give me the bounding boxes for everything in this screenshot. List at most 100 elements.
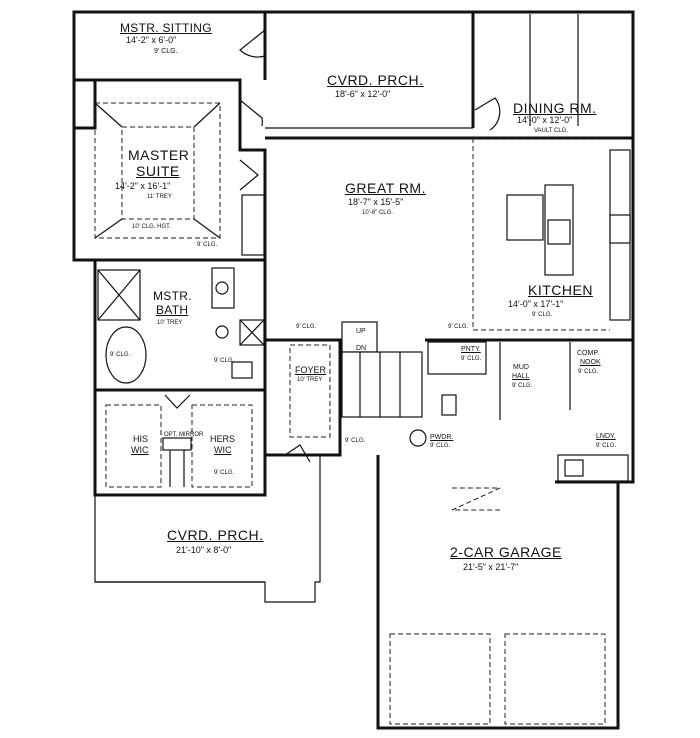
label-mstr-sitting: MSTR. SITTING — [120, 21, 212, 35]
clg-pantry: 9' CLG. — [461, 356, 482, 362]
wall-mstr-sitting — [72, 10, 267, 80]
label-hers-wic-1: HERS — [210, 434, 236, 444]
label-stair-dn: DN — [356, 345, 367, 352]
wall-great-room — [265, 136, 635, 340]
clg-master-corner: 9' CLG. — [197, 242, 218, 248]
door-swing-sitting — [239, 29, 266, 58]
dash-diag-1 — [94, 102, 123, 128]
dash-diag-3 — [94, 218, 123, 239]
foyer-dash — [289, 344, 331, 438]
label-garage: 2-CAR GARAGE — [450, 544, 562, 560]
door-foyer — [284, 444, 311, 463]
label-master-suite-2: SUITE — [136, 163, 180, 179]
trey-master-suite: 11' TREY — [147, 194, 172, 200]
door-master-porch — [239, 99, 263, 127]
clg-hers-wic: 9' CLG. — [214, 470, 235, 476]
label-mud-hall-2: HALL — [512, 373, 530, 380]
label-powder: PWDR. — [430, 434, 454, 441]
label-hers-wic-2: WIC — [214, 445, 232, 455]
dims-cvrd-porch-bottom: 21'-10" x 8'-0" — [176, 545, 232, 555]
wall-master-bath — [93, 260, 267, 392]
wall-master-left — [72, 80, 97, 130]
wall-dining — [473, 10, 635, 138]
dash-diag-4 — [193, 218, 221, 239]
door-closet — [164, 394, 191, 409]
wall-foyer — [265, 338, 342, 457]
clg-mstr-bath-b: 9' CLG. — [214, 358, 235, 364]
dims-master-suite: 14'-2" x 16'-1" — [115, 181, 171, 191]
range — [609, 214, 631, 244]
dash-diag-2 — [193, 102, 221, 128]
clg-master-suite: 10' CLG. HGT. — [132, 224, 171, 230]
sink-2 — [215, 325, 229, 339]
dims-kitchen: 14'-0" x 17'-1" — [508, 299, 564, 309]
clg-mstr-bath-a: 9' CLG. — [110, 352, 131, 358]
label-cvrd-porch-top: CVRD. PRCH. — [327, 72, 424, 88]
wall-top-porch — [265, 10, 475, 128]
label-comp-nook-2: NOOK — [580, 359, 601, 366]
closet-frame — [241, 194, 265, 256]
wc-powder — [441, 394, 457, 416]
mirror-center — [162, 437, 192, 451]
label-pantry: PNTY. — [461, 346, 481, 353]
clg-foyer-left: 9' CLG. — [296, 324, 317, 330]
label-foyer: FOYER — [295, 365, 327, 375]
garage-door-2 — [504, 633, 606, 725]
label-kitchen: KITCHEN — [528, 282, 593, 298]
label-great-room: GREAT RM. — [345, 180, 426, 196]
clg-foyer-bottom: 9' CLG. — [345, 438, 366, 444]
label-laundry: LNDY. — [596, 433, 616, 440]
sink-1 — [215, 281, 229, 295]
garage-door-1 — [389, 633, 491, 725]
label-mstr-bath-2: BATH — [156, 303, 189, 317]
stair-run — [341, 351, 423, 418]
clg-mud-hall: 9' CLG. — [512, 383, 533, 389]
clg-great-room: 10'-6" CLG. — [362, 210, 393, 216]
label-stair-up: UP — [356, 328, 366, 335]
label-mud-hall-1: MUD — [513, 364, 529, 371]
label-dining: DINING RM. — [513, 100, 597, 116]
powder-sink — [409, 429, 427, 447]
wall-master-suite — [72, 78, 267, 262]
tub — [105, 326, 147, 384]
stair-landing — [341, 321, 378, 353]
clg-comp-nook: 9' CLG. — [578, 369, 599, 375]
door-swing-dining — [474, 97, 501, 131]
label-master-suite-1: MASTER — [128, 147, 190, 163]
clg-mstr-sitting: 9' CLG. — [154, 48, 178, 55]
kitchen-sink — [547, 219, 571, 245]
hers-wic-dash — [191, 404, 253, 488]
trey-inner — [121, 126, 195, 220]
dims-mstr-sitting: 14'-2" x 6'-0" — [126, 35, 177, 45]
wall-closets — [93, 390, 267, 497]
label-mstr-bath-1: MSTR. — [153, 289, 192, 303]
clg-laundry: 9' CLG. — [596, 443, 617, 449]
laundry-sink — [564, 459, 584, 477]
dims-cvrd-porch-top: 18'-6" x 12'-0" — [335, 89, 391, 99]
wc-master — [231, 361, 253, 379]
garage-stair-arrow — [451, 487, 501, 511]
dims-dining: 14'-0" x 12'-0" — [517, 115, 573, 125]
dims-garage: 21'-5" x 21'-7" — [463, 562, 519, 572]
label-his-wic-1: HIS — [133, 434, 149, 444]
door-master-great — [239, 159, 259, 191]
label-comp-nook-1: COMP. — [577, 350, 600, 357]
shower2-x-2 — [239, 319, 265, 346]
clg-powder: 9' CLG. — [430, 443, 451, 449]
trey-mstr-bath: 10' TREY — [157, 320, 183, 326]
his-wic-dash — [105, 404, 162, 488]
shower-x-2 — [97, 269, 141, 321]
kitchen-island — [506, 194, 544, 241]
label-his-wic-2: WIC — [131, 445, 149, 455]
clg-dining: VAULT CLG. — [534, 128, 569, 134]
trey-foyer: 10' TREY — [297, 377, 323, 383]
pantry-box — [427, 341, 487, 375]
trey-outer — [94, 102, 221, 239]
clg-foyer-right: 9' CLG. — [448, 324, 469, 330]
dims-great-room: 18'-7" x 15'-5" — [348, 197, 404, 207]
label-wic-note: OPT. MIRROR — [164, 432, 204, 438]
clg-kitchen: 9' CLG. — [532, 312, 553, 318]
wall-garage — [376, 455, 620, 730]
label-cvrd-porch-bottom: CVRD. PRCH. — [167, 527, 264, 543]
